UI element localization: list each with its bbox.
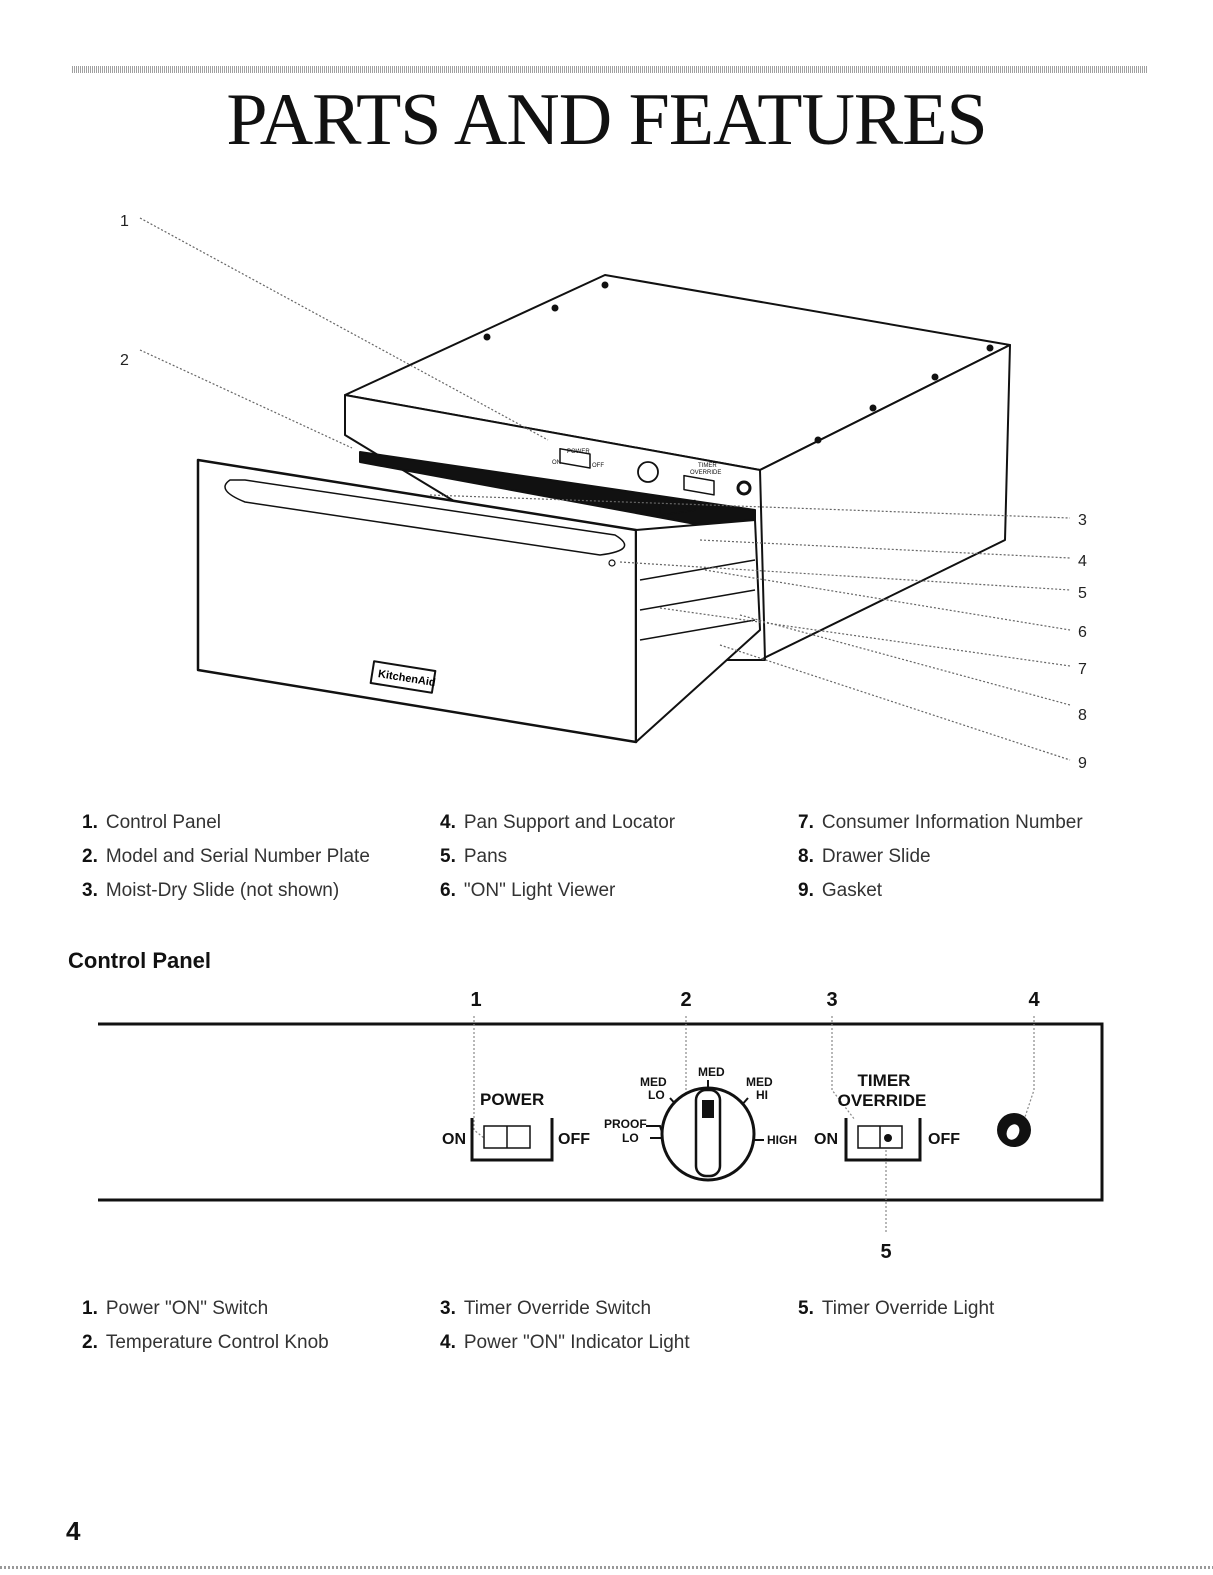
knob-lo-label: LO — [622, 1131, 639, 1145]
knob-med-lo-label-1: MED — [640, 1075, 667, 1089]
legend-item: 8.Drawer Slide — [798, 846, 931, 867]
knob-med-hi-label-1: MED — [746, 1075, 773, 1089]
callout-1: 1 — [120, 213, 129, 230]
mini-power-label: POWER — [567, 449, 590, 455]
timer-on-label: ON — [814, 1131, 838, 1148]
callout-4: 4 — [1078, 553, 1087, 570]
drawer-handle — [224, 479, 626, 556]
panel-callout-5: 5 — [880, 1241, 891, 1263]
legend-item: 3.Moist-Dry Slide (not shown) — [82, 880, 340, 901]
panel-callout-1: 1 — [470, 989, 481, 1011]
page-title: PARTS AND FEATURES — [226, 79, 987, 161]
legend-item: 1.Power "ON" Switch — [82, 1298, 269, 1319]
legend-item: 2.Temperature Control Knob — [82, 1332, 329, 1353]
power-label: POWER — [480, 1090, 544, 1109]
legend-item: 4.Power "ON" Indicator Light — [440, 1332, 690, 1353]
mini-on-label: ON — [552, 460, 561, 466]
power-off-label: OFF — [558, 1131, 590, 1148]
legend-item: 7.Consumer Information Number — [798, 812, 1083, 833]
callout-3: 3 — [1078, 512, 1087, 529]
warming-drawer-illustration: KitchenAid POWER ON OFF TIMER OVERRIDE 1… — [120, 213, 1087, 772]
legend-item: 9.Gasket — [798, 880, 883, 901]
mini-off-label: OFF — [592, 463, 604, 469]
bottom-rule — [0, 1566, 1213, 1569]
power-on-label: ON — [442, 1131, 466, 1148]
power-on-indicator-light — [997, 1113, 1031, 1147]
panel-callout-2: 2 — [680, 989, 691, 1011]
callout-7: 7 — [1078, 661, 1087, 678]
legend-item: 4.Pan Support and Locator — [440, 812, 676, 833]
timer-override-light — [884, 1134, 892, 1142]
legend-item: 5.Timer Override Light — [798, 1298, 995, 1319]
callout-2: 2 — [120, 352, 129, 369]
temperature-control-knob[interactable] — [660, 1086, 756, 1182]
power-switch[interactable] — [470, 1118, 554, 1162]
knob-proof-label: PROOF — [604, 1117, 647, 1131]
panel-callout-4: 4 — [1028, 989, 1040, 1011]
timer-off-label: OFF — [928, 1131, 960, 1148]
top-rule — [72, 66, 1147, 73]
panel-border — [98, 1022, 1104, 1202]
legend-item: 1.Control Panel — [82, 812, 221, 833]
knob-high-label: HIGH — [767, 1133, 797, 1147]
timer-label-1: TIMER — [858, 1071, 911, 1090]
legend-item: 5.Pans — [440, 846, 508, 867]
mini-override-label: OVERRIDE — [690, 470, 721, 476]
control-panel-heading: Control Panel — [68, 948, 212, 973]
callout-6: 6 — [1078, 624, 1087, 641]
page-number: 4 — [66, 1516, 81, 1546]
legend-item: 3.Timer Override Switch — [440, 1298, 652, 1319]
parts-legend: 1.Control Panel 2.Model and Serial Numbe… — [82, 812, 1142, 914]
knob-med-hi-label-2: HI — [756, 1088, 768, 1102]
control-panel-legend: 1.Power "ON" Switch 2.Temperature Contro… — [82, 1298, 1142, 1366]
knob-med-label: MED — [698, 1065, 725, 1079]
legend-item: 6."ON" Light Viewer — [440, 880, 616, 901]
legend-item: 2.Model and Serial Number Plate — [82, 846, 370, 867]
timer-override-switch[interactable] — [844, 1118, 922, 1162]
callout-8: 8 — [1078, 707, 1087, 724]
mini-timer-label: TIMER — [698, 463, 717, 469]
callout-9: 9 — [1078, 755, 1087, 772]
drawer-side — [635, 519, 761, 743]
timer-label-2: OVERRIDE — [838, 1091, 927, 1110]
knob-med-lo-label-2: LO — [648, 1088, 665, 1102]
panel-callout-3: 3 — [826, 989, 837, 1011]
callout-5: 5 — [1078, 585, 1087, 602]
control-panel-diagram: 1 2 3 4 5 POWER ON OFF MED MED LO MED HI… — [98, 989, 1104, 1263]
